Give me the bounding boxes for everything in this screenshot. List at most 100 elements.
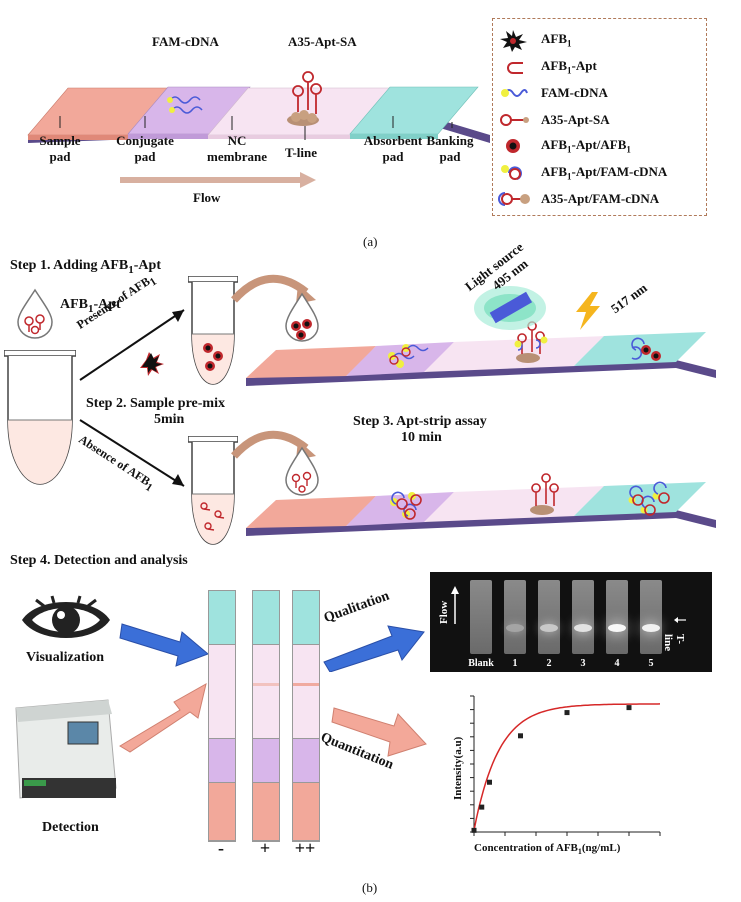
photo-lane-label: 5	[648, 658, 654, 669]
strip-segment	[253, 591, 279, 645]
lightning-icon	[576, 292, 600, 330]
flow-arrow	[120, 172, 316, 188]
strip-segment	[293, 783, 319, 841]
light-source-icon	[474, 286, 546, 330]
legend-label: A35-Apt/FAM-cDNA	[541, 191, 660, 206]
strip-segment	[209, 783, 235, 841]
arrow-qualitation	[323, 625, 425, 672]
legend-label: A35-Apt-SA	[541, 111, 610, 127]
legend-label: AFB1-Apt/FAM-cDNA	[541, 163, 668, 182]
legend-label: FAM-cDNA	[541, 85, 608, 100]
legend-item: AFB1-Apt/FAM-cDNA	[493, 160, 667, 186]
fluorescence-photo: Blank 1 2 3 4 5 Flow T-line	[430, 572, 712, 672]
photo-spot	[506, 624, 524, 632]
strip-segment	[209, 739, 235, 783]
droplet-complex-top	[285, 292, 319, 342]
result-strip	[208, 590, 236, 842]
photo-lane-label: 2	[546, 658, 552, 669]
label-emission: 517 nm	[608, 280, 650, 317]
legend-item: AFB1-Apt/AFB1	[493, 133, 631, 159]
photo-flow-arrow	[451, 586, 459, 624]
sample-tube	[4, 350, 76, 485]
data-point	[564, 710, 570, 716]
data-point	[626, 705, 632, 711]
photo-lane-label: 3	[580, 658, 586, 669]
photo-spot	[540, 624, 558, 632]
step1-title: Step 1. Adding AFB1-Apt	[10, 258, 161, 276]
step4-title: Step 4. Detection and analysis	[10, 553, 188, 568]
tube-presence	[188, 276, 238, 385]
calibration-chart	[470, 695, 661, 836]
result-strip	[292, 590, 320, 842]
strip-segment	[253, 645, 279, 739]
label-t-line: T-line	[285, 145, 318, 160]
branch-arrows	[79, 309, 185, 487]
strip-absence	[246, 473, 716, 536]
a35-apt-sa-icon	[493, 108, 533, 132]
a35-fam-complex-icon	[493, 187, 533, 211]
reader-device-icon	[15, 699, 117, 799]
pointer-lines	[59, 116, 453, 140]
photo-lane-label: Blank	[468, 658, 494, 669]
strip-segment	[293, 645, 319, 739]
data-point	[479, 804, 485, 810]
droplet-apt-bottom	[285, 446, 319, 496]
legend-item: A35-Apt/FAM-cDNA	[493, 186, 659, 212]
tube-absence	[188, 436, 238, 545]
photo-t-line-label: T-line	[662, 634, 686, 652]
strip-segment	[293, 591, 319, 645]
photo-lane	[606, 580, 628, 654]
photo-spot	[608, 624, 626, 632]
strip-segment	[209, 591, 235, 645]
photo-spot	[642, 624, 660, 632]
photo-spot	[574, 624, 592, 632]
eye-icon	[22, 595, 110, 638]
legend-item: FAM-cDNA	[493, 80, 608, 106]
photo-lane	[538, 580, 560, 654]
arrow-visualization	[119, 623, 209, 667]
photo-lane	[572, 580, 594, 654]
aptamer-hairpin-icon	[493, 55, 533, 79]
droplet-apt-icon	[17, 288, 53, 339]
afb1-apt-complex-icon	[493, 134, 533, 158]
label-flow: Flow	[193, 190, 221, 205]
strip-t-line	[293, 683, 319, 686]
label-a35-apt-sa: A35-Apt-SA	[288, 34, 357, 49]
arrow-detection	[119, 683, 207, 753]
photo-lane	[504, 580, 526, 654]
photo-lane-label: 4	[614, 658, 620, 669]
strip-mark: -	[218, 838, 224, 858]
chart-xlabel: Concentration of AFB1(ng/mL)	[474, 842, 621, 857]
strip-mark: +	[259, 838, 271, 858]
strip-segment	[253, 739, 279, 783]
strip-mark: ++	[294, 838, 316, 858]
arrow-quantitation	[331, 707, 427, 757]
data-point	[471, 827, 477, 833]
legend-item: A35-Apt-SA	[493, 107, 610, 133]
label-detection: Detection	[42, 820, 99, 835]
label-visualization: Visualization	[26, 650, 105, 665]
panel-tag-b: (b)	[362, 880, 378, 895]
photo-t-line-arrow	[674, 617, 686, 623]
fam-cdna-icon	[493, 81, 533, 105]
photo-flow-label: Flow	[438, 600, 450, 624]
photo-lane	[640, 580, 662, 654]
legend-item: AFB1	[493, 27, 572, 53]
panel-tag-a: (a)	[363, 234, 378, 249]
step3-title: Step 3. Apt-strip assay 10 min	[353, 414, 487, 445]
apt-fam-complex-icon	[493, 161, 533, 185]
data-point	[518, 733, 523, 739]
photo-lane-label: 1	[512, 658, 518, 669]
step2-title: Step 2. Sample pre-mix 5min	[86, 396, 225, 427]
legend-item: AFB1-Apt	[493, 54, 597, 80]
data-point	[487, 779, 492, 785]
photo-lane	[470, 580, 492, 654]
strip-t-line	[253, 683, 279, 686]
label-afb1-apt: AFB1-Apt	[60, 297, 121, 315]
result-strip	[252, 590, 280, 842]
